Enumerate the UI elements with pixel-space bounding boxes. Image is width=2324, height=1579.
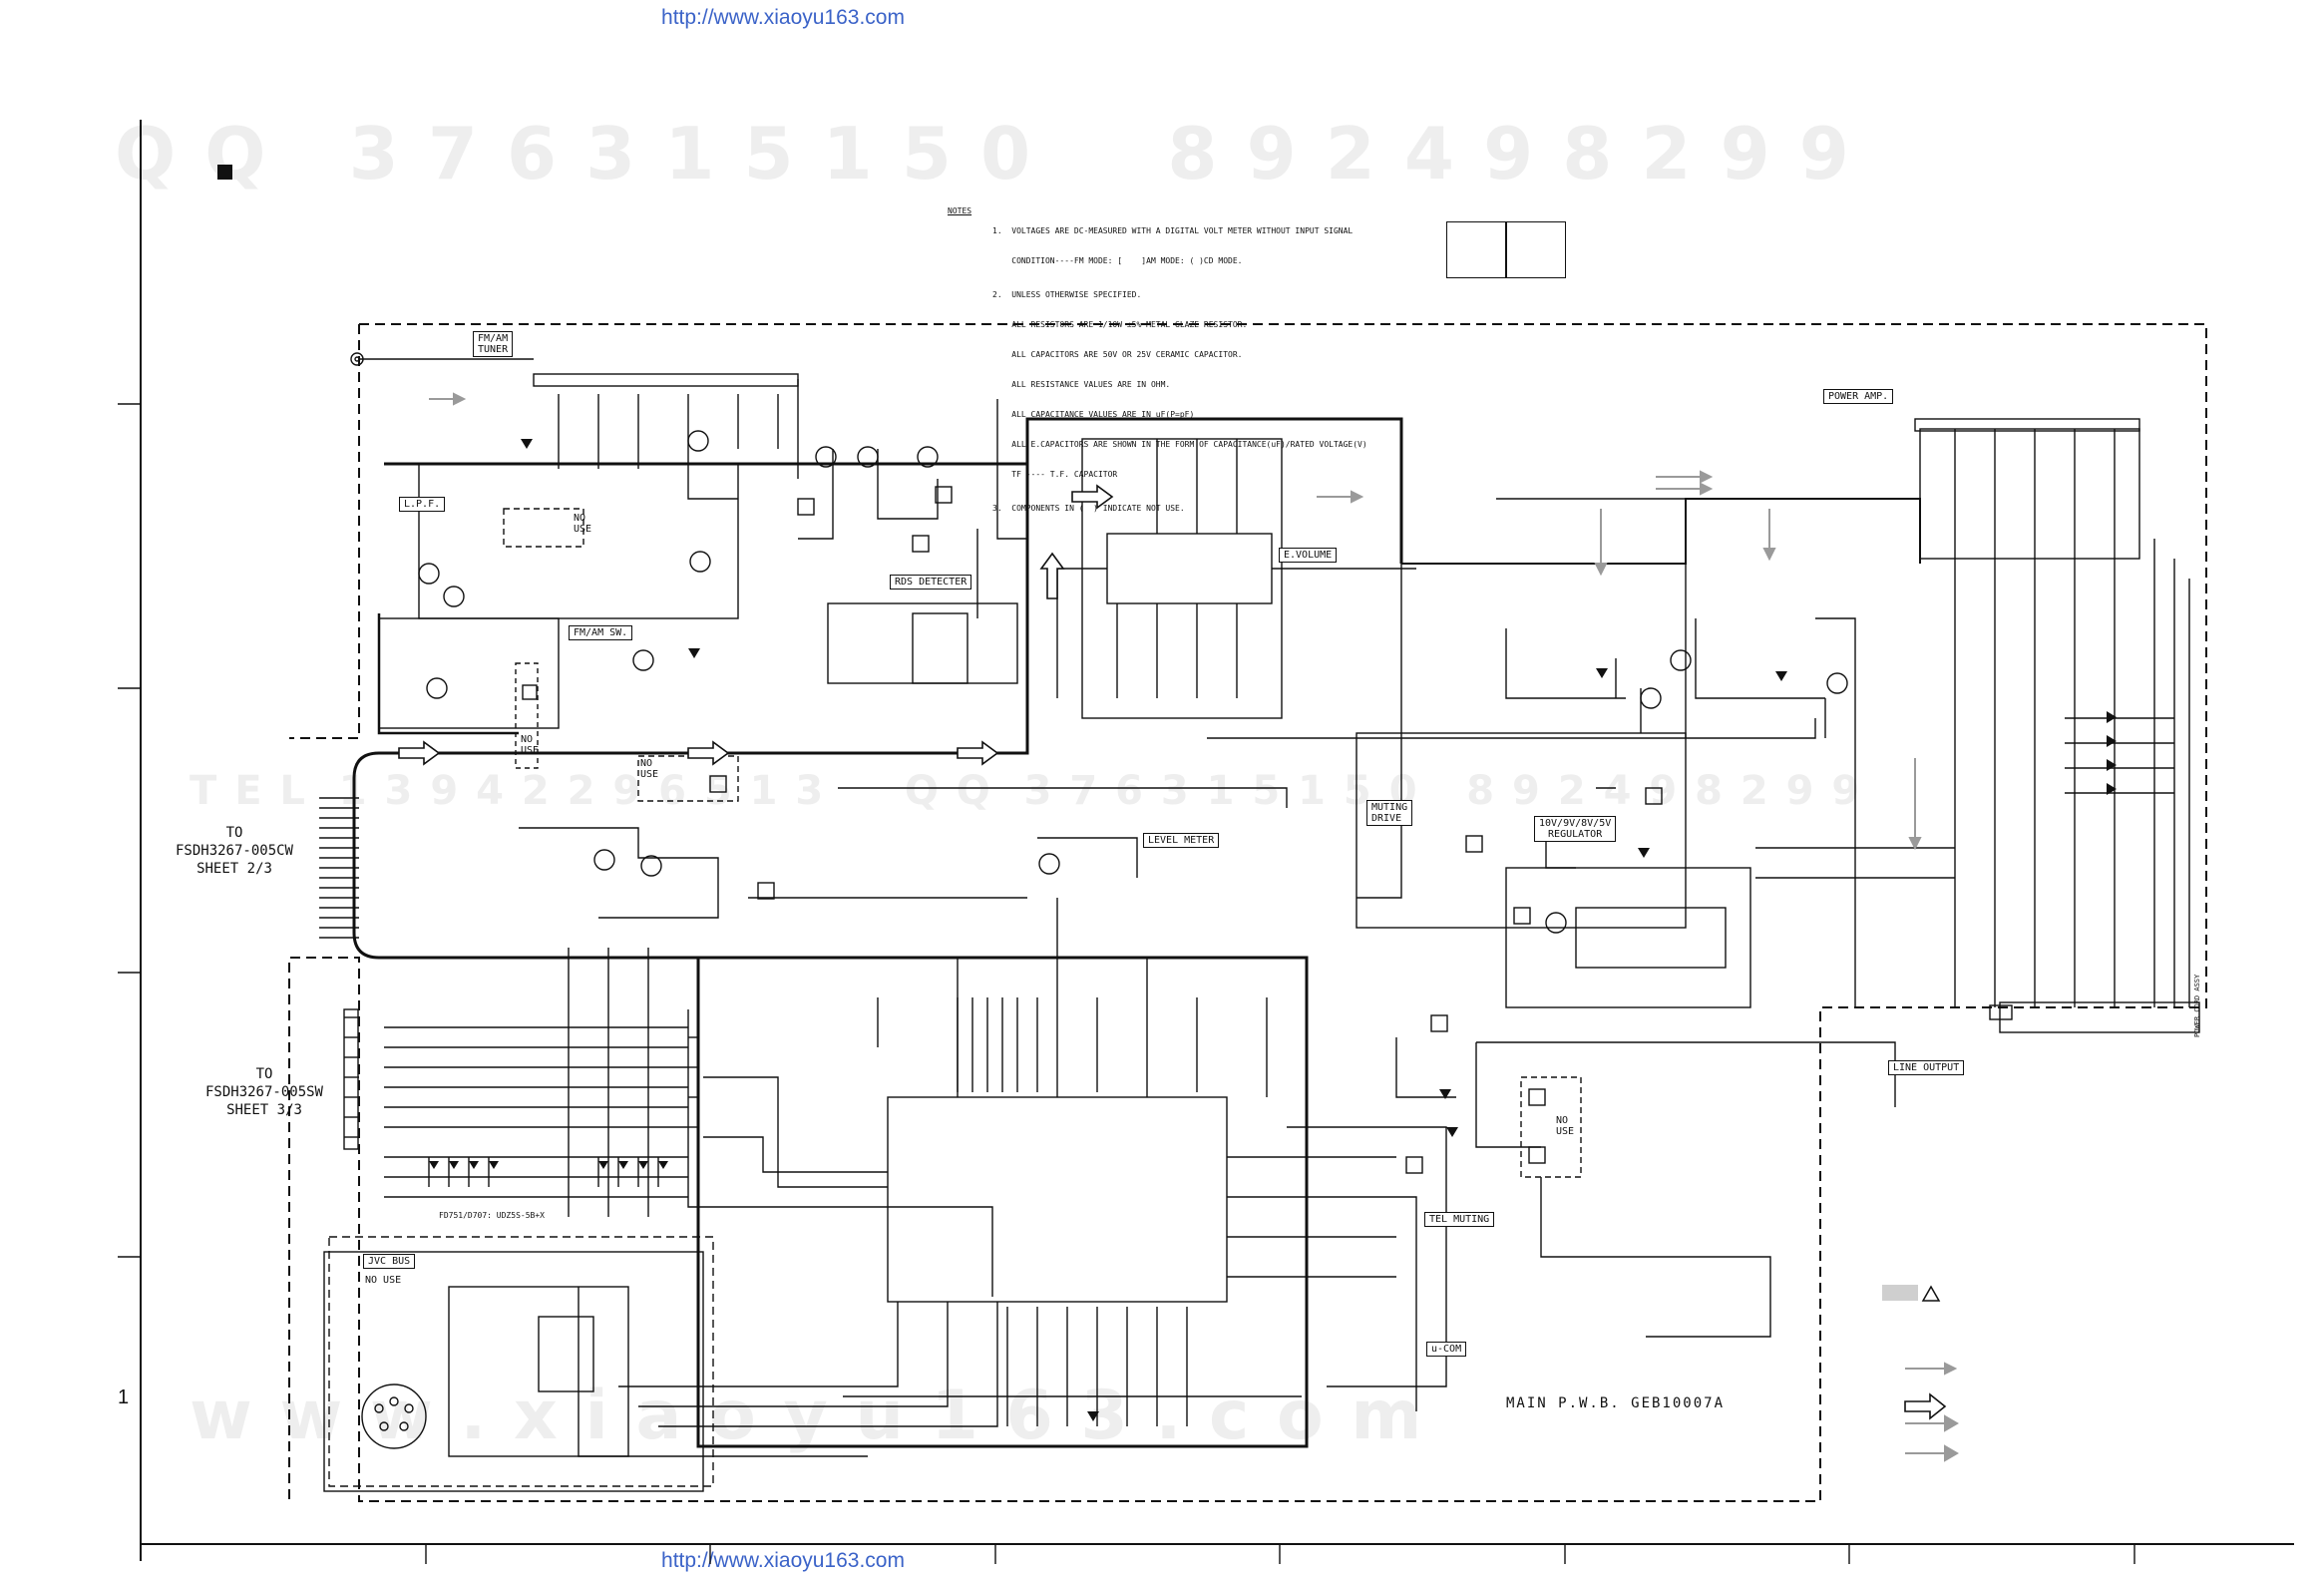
power-amp-label: POWER AMP. — [1823, 389, 1894, 404]
notes-block: NOTES 1. VOLTAGES ARE DC-MEASURED WITH A… — [948, 206, 1367, 513]
watermark-tel: T E L 1 3 9 4 2 2 9 6 5 1 3 Q Q 3 7 6 3 … — [190, 768, 1862, 814]
no-use-label: NO USE — [521, 734, 540, 756]
note-line: ALL RESISTORS ARE 1/10W ±5% METAL GLAZE … — [992, 320, 1248, 329]
jvc-no-use-label: NO USE — [365, 1275, 402, 1286]
ucom-label: u-COM — [1426, 1342, 1467, 1357]
fmam-sw-label: FM/AM SW. — [569, 625, 633, 640]
transistor-legend-2 — [1506, 221, 1566, 278]
note-line: TF ---- T.F. CAPACITOR — [992, 470, 1118, 479]
lpf-no-use-label: NO USE — [574, 513, 592, 535]
row-number: 1 — [118, 1386, 130, 1408]
rds-detecter-label: RDS DETECTER — [890, 575, 972, 590]
regulator-label: 10V/9V/8V/5V REGULATOR — [1534, 816, 1617, 842]
header-url[interactable]: http://www.xiaoyu163.com — [661, 6, 905, 29]
line-output-label: LINE OUTPUT — [1888, 1060, 1965, 1075]
muting-drive-label: MUTING DRIVE — [1366, 800, 1413, 826]
footer-url[interactable]: http://www.xiaoyu163.com — [661, 1549, 905, 1572]
evolume-label: E.VOLUME — [1279, 548, 1338, 563]
tel-muting-label: TEL MUTING — [1424, 1212, 1495, 1227]
pwb-label: MAIN P.W.B. GEB10007A — [1506, 1395, 1726, 1411]
lpf-label: L.P.F. — [399, 497, 446, 512]
no-use-label: NO USE — [1556, 1115, 1575, 1137]
note-line: 1. VOLTAGES ARE DC-MEASURED WITH A DIGIT… — [992, 226, 1354, 235]
led-part-label: FD751/D707: UDZ5S-5B+X — [439, 1211, 545, 1220]
note-line: ALL CAPACITANCE VALUES ARE IN uF(P=pF) — [992, 410, 1195, 419]
note-line: ALL RESISTANCE VALUES ARE IN OHM. — [992, 380, 1171, 389]
level-meter-label: LEVEL METER — [1143, 833, 1220, 848]
note-line: 3. COMPONENTS IN ( ) INDICATE NOT USE. — [992, 504, 1185, 513]
notes-heading: NOTES — [948, 206, 972, 215]
note-line: 2. UNLESS OTHERWISE SPECIFIED. — [992, 290, 1142, 299]
tuner-label: FM/AM TUNER — [473, 331, 514, 357]
to-sheet2-label: TO FSDH3267-005CW SHEET 2/3 — [175, 825, 293, 877]
no-use-label: NO USE — [640, 758, 659, 780]
transistor-legend-1 — [1446, 221, 1506, 278]
note-line: ALL CAPACITORS ARE 50V OR 25V CERAMIC CA… — [992, 350, 1243, 359]
note-line: ALL E.CAPACITORS ARE SHOWN IN THE FORM O… — [992, 440, 1367, 449]
to-sheet3-label: TO FSDH3267-005SW SHEET 3/3 — [204, 1066, 323, 1118]
note-line: CONDITION----FM MODE: [ ]AM MODE: ( )CD … — [992, 256, 1243, 265]
power-connector-label: POWER CORD ASSY — [2193, 974, 2201, 1037]
watermark-qq: Q Q 3 7 6 3 1 5 1 5 0 8 9 2 4 9 8 2 9 9 — [115, 112, 1851, 196]
jvc-bus-label: JVC BUS — [363, 1254, 416, 1269]
